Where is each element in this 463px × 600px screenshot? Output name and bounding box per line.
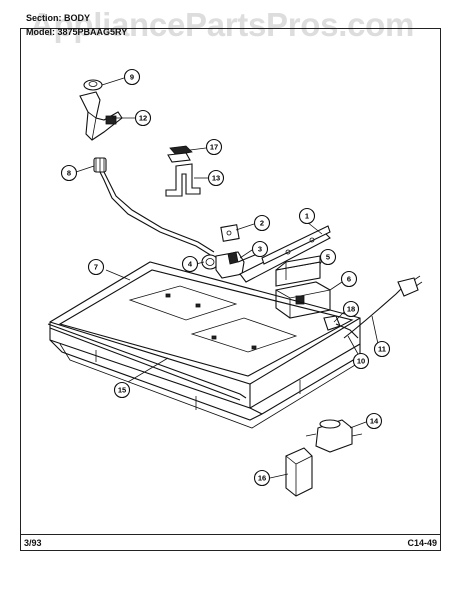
svg-text:8: 8 (67, 169, 71, 178)
callout-7: 7 (87, 258, 105, 276)
callout-1: 1 (298, 207, 316, 225)
diagram-frame (20, 28, 441, 551)
callout-10: 10 (352, 352, 370, 370)
callout-6: 6 (340, 270, 358, 288)
svg-text:17: 17 (210, 143, 218, 152)
part-8-fitting-tube (93, 157, 215, 257)
svg-text:6: 6 (347, 275, 351, 284)
callout-18: 18 (342, 300, 360, 318)
svg-text:11: 11 (378, 345, 386, 354)
svg-text:3: 3 (258, 245, 262, 254)
svg-text:15: 15 (118, 386, 126, 395)
model-title: Model: 3875PBAAG5RY (26, 27, 128, 37)
svg-text:5: 5 (326, 253, 330, 262)
svg-text:18: 18 (347, 305, 355, 314)
svg-text:13: 13 (212, 174, 220, 183)
callout-16: 16 (253, 469, 271, 487)
part-7-tray (47, 261, 361, 429)
section-title: Section: BODY (26, 13, 91, 23)
svg-text:16: 16 (258, 474, 266, 483)
svg-text:10: 10 (357, 357, 365, 366)
part-16-bracket (285, 447, 313, 497)
part-17-pad (167, 145, 193, 163)
svg-text:7: 7 (94, 263, 98, 272)
watermark-text: AppliancePartsPros.com (30, 6, 415, 43)
part-6-bracket (275, 281, 331, 319)
footer-date: 3/93 (24, 538, 42, 548)
part-14-regulator (305, 419, 363, 453)
callout-4: 4 (181, 255, 199, 273)
callout-3: 3 (251, 240, 269, 258)
svg-text:12: 12 (139, 114, 147, 123)
footer-divider (20, 534, 441, 535)
callout-15: 15 (113, 381, 131, 399)
part-5-bracket (275, 255, 321, 287)
part-12-bracket (79, 91, 123, 141)
callout-12: 12 (134, 109, 152, 127)
part-2-clip (220, 224, 240, 242)
svg-text:14: 14 (370, 417, 379, 426)
callout-2: 2 (253, 214, 271, 232)
svg-text:4: 4 (188, 260, 193, 269)
callout-5: 5 (319, 248, 337, 266)
svg-text:9: 9 (130, 73, 134, 82)
callout-13: 13 (207, 169, 225, 187)
svg-text:1: 1 (305, 212, 309, 221)
part-13-bracket (165, 163, 201, 197)
footer-code: C14-49 (407, 538, 437, 548)
part-9-nut (83, 79, 103, 91)
callout-11: 11 (373, 340, 391, 358)
leader-lines (75, 77, 379, 479)
svg-text:2: 2 (260, 219, 264, 228)
callout-9: 9 (123, 68, 141, 86)
part-10-11-18-cord (323, 275, 423, 339)
callout-8: 8 (60, 164, 78, 182)
callout-17: 17 (205, 138, 223, 156)
part-1-rail (239, 225, 331, 283)
part-3-4-valve (201, 251, 263, 279)
callout-14: 14 (365, 412, 383, 430)
